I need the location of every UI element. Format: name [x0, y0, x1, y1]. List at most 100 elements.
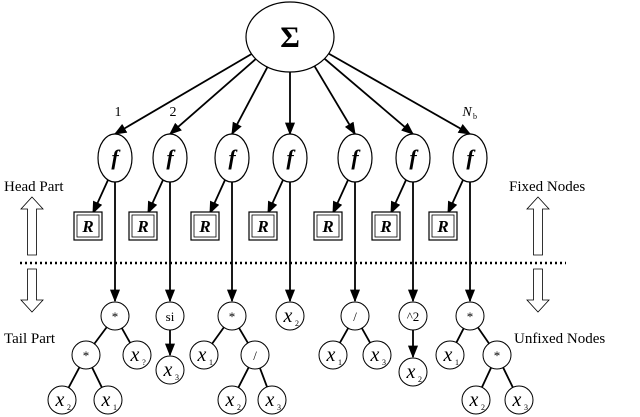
variable-node — [362, 340, 392, 370]
variable-subscript: 2 — [237, 403, 241, 412]
variable-subscript: 1 — [209, 358, 213, 367]
variable-subscript: 1 — [113, 403, 117, 412]
function-label: f — [286, 145, 296, 170]
root-sum-node — [245, 1, 335, 73]
operator-label: * — [467, 309, 474, 324]
variable-symbol: x — [101, 389, 111, 411]
tail-edge — [67, 366, 81, 389]
variable-node — [318, 340, 348, 370]
variable-node — [155, 355, 185, 385]
rule-label: R — [256, 217, 268, 236]
operator-node — [398, 301, 428, 331]
variable-node — [189, 340, 219, 370]
rule-box-inner — [251, 214, 275, 238]
tail-edge — [121, 327, 131, 344]
rule-label: R — [198, 217, 210, 236]
up-arrow-left-icon — [20, 196, 44, 256]
fixed-nodes-label: Fixed Nodes — [509, 179, 585, 195]
operator-label: * — [83, 348, 90, 363]
tail-edge — [502, 367, 514, 388]
variable-subscript: 3 — [277, 403, 281, 412]
operator-node — [100, 301, 130, 331]
root-to-function-edge — [113, 53, 252, 135]
variable-symbol: x — [55, 389, 65, 411]
index-label-1: 1 — [115, 105, 122, 120]
rule-box — [371, 211, 401, 241]
rule-box-inner — [316, 214, 340, 238]
operator-label: * — [112, 309, 119, 324]
tail-edge — [339, 327, 349, 344]
operator-node — [240, 340, 270, 370]
rule-box — [73, 211, 103, 241]
root-to-function-edge — [328, 52, 472, 135]
function-label: f — [409, 145, 419, 170]
rule-label: R — [81, 217, 93, 236]
operator-node — [340, 301, 370, 331]
index-label-subscript: b — [473, 112, 477, 121]
root-to-function-edge — [231, 66, 269, 136]
operator-node — [482, 340, 512, 370]
variable-subscript: 2 — [67, 403, 71, 412]
rule-box — [128, 211, 158, 241]
operator-label: * — [494, 348, 501, 363]
variable-subscript: 2 — [295, 319, 299, 328]
variable-symbol: x — [326, 344, 336, 366]
variable-subscript: 2 — [481, 403, 485, 412]
function-label: f — [466, 145, 476, 170]
function-node — [152, 133, 188, 183]
operator-label: si — [166, 309, 175, 324]
variable-subscript: 3 — [524, 403, 528, 412]
rule-label: R — [136, 217, 148, 236]
operator-node — [455, 301, 485, 331]
unfixed-nodes-label: Unfixed Nodes — [514, 331, 605, 347]
variable-subscript: 2 — [418, 375, 422, 384]
function-to-rule-edge — [92, 179, 109, 215]
variable-subscript: 1 — [455, 358, 459, 367]
variable-node — [122, 340, 152, 370]
tail-edge — [481, 367, 492, 388]
tail-edge — [238, 327, 249, 344]
variable-symbol: x — [163, 359, 173, 381]
rule-box-inner — [193, 214, 217, 238]
variable-subscript: 1 — [338, 358, 342, 367]
down-arrow-left-icon — [20, 268, 44, 313]
index-label-n: N — [461, 105, 472, 120]
variable-subscript: 3 — [175, 373, 179, 382]
variable-symbol: x — [370, 344, 380, 366]
function-to-rule-edge — [447, 179, 464, 215]
edges — [67, 52, 514, 389]
tail-edge — [361, 327, 371, 344]
root-to-function-edge — [313, 65, 356, 136]
variable-symbol: x — [406, 361, 416, 383]
rule-box-inner — [76, 214, 100, 238]
variable-node — [257, 385, 287, 415]
rule-box-inner — [131, 214, 155, 238]
variable-symbol: x — [512, 389, 522, 411]
function-to-rule-edge — [209, 179, 226, 215]
function-node — [214, 133, 250, 183]
tail-edge — [477, 326, 490, 345]
variable-symbol: x — [197, 344, 207, 366]
up-arrow-right-icon — [526, 196, 550, 256]
variable-subscript: ? — [142, 358, 146, 367]
rule-box — [428, 211, 458, 241]
function-label: f — [228, 145, 238, 170]
operator-label: / — [353, 309, 357, 324]
index-label-2: 2 — [170, 105, 177, 120]
function-node — [337, 133, 373, 183]
root-to-function-edge — [323, 57, 414, 135]
tail-edge — [211, 326, 225, 345]
rule-box-inner — [374, 214, 398, 238]
rule-box — [248, 211, 278, 241]
